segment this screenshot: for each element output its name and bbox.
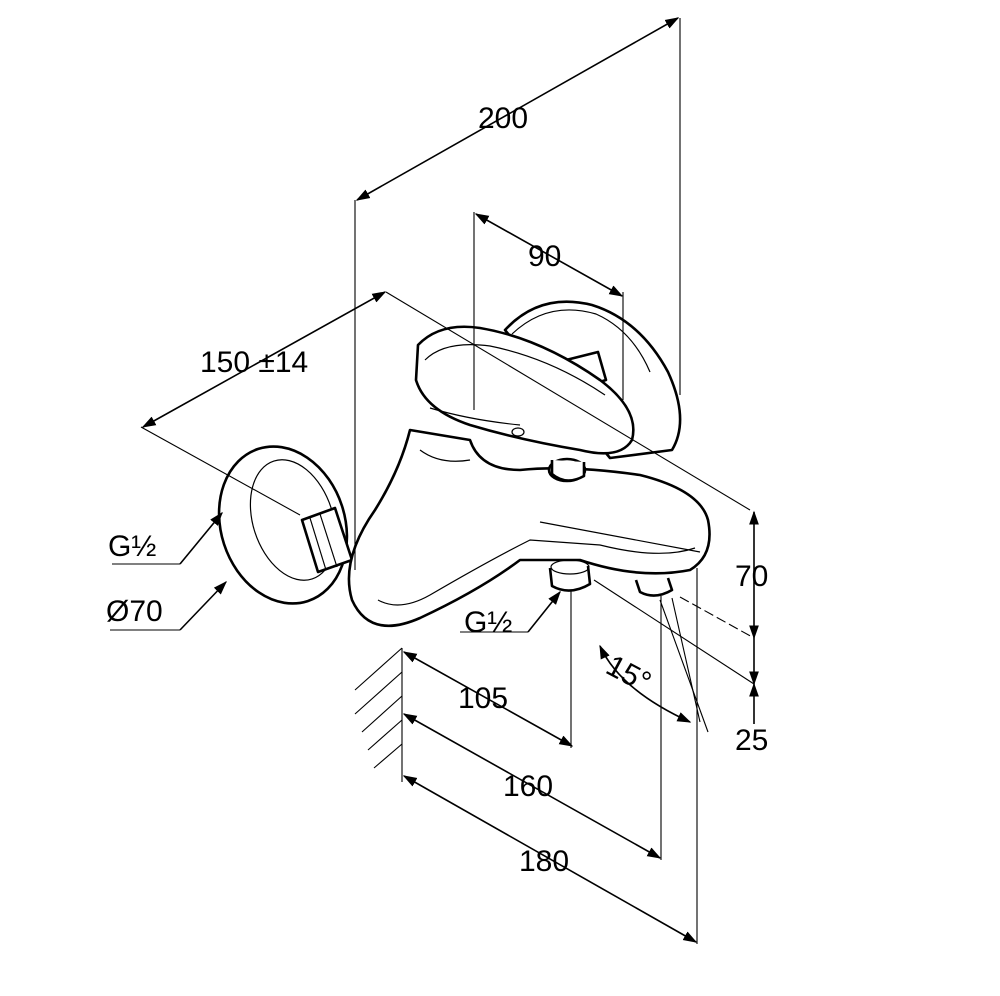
dim-180-label: 180 [519,845,569,878]
dimension-lines [110,17,759,944]
outlet-thread-label: G½ [464,606,512,639]
dim-105-label: 105 [458,682,508,715]
bath-mixer-outline [217,300,711,627]
dim-25-label: 25 [735,724,768,757]
angle-15-label: 15° [601,649,657,699]
dim-70-label: 70 [735,560,768,593]
dim-160-label: 160 [503,770,553,803]
inlet-thread-label: G½ [108,530,156,563]
wall-hatch [354,647,403,782]
dim-150-label: 150 ±14 [200,346,308,379]
dim-90-label: 90 [528,240,561,273]
rosette-diameter-label: Ø70 [106,595,163,628]
diverter-knob [511,427,587,483]
left-wall-rosette [217,445,354,605]
dim-200-label: 200 [478,102,528,135]
bottom-outlet [548,559,674,597]
